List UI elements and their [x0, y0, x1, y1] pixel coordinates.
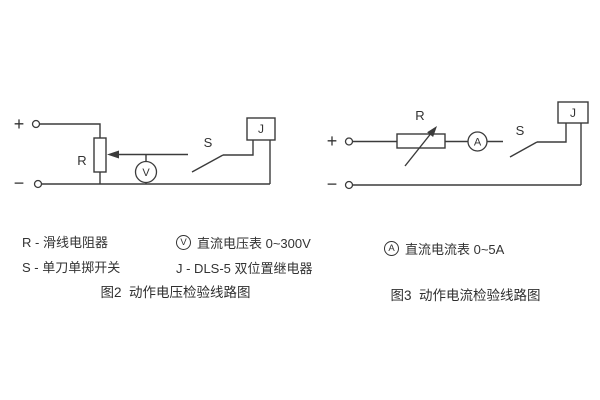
fig2-resistor-label: R — [77, 153, 86, 168]
fig3-minus-terminal-icon — [344, 180, 354, 190]
legend-ammeter-text: 直流电流表 0~5A — [405, 242, 505, 257]
legend-relay: J - DLS-5 双位置继电器 — [176, 258, 313, 277]
fig3-plus-terminal-icon — [344, 137, 354, 146]
legend-relay-text: J - DLS-5 双位置继电器 — [176, 261, 313, 276]
figure2-caption: 图2 动作电压检验线路图 — [100, 285, 251, 300]
fig2-resistor-icon — [93, 137, 107, 173]
legend-resistor: R - 滑线电阻器 — [22, 232, 108, 251]
fig3-switch-link — [537, 123, 567, 143]
fig3-plus-label: + — [327, 131, 338, 151]
fig2-relay-icon — [246, 117, 276, 141]
fig2-minus-label: − — [14, 173, 25, 193]
legend-voltmeter: V 直流电压表 0~300V — [176, 233, 311, 252]
ammeter-circle-icon: A — [384, 241, 399, 256]
fig2-top-wire — [39, 123, 101, 184]
fig3-relay-label: J — [570, 106, 576, 120]
legend-resistor-text: R - 滑线电阻器 — [22, 235, 108, 250]
legend-switch: S - 单刀单掷开关 — [22, 257, 120, 276]
fig3-resistor-label: R — [415, 108, 424, 123]
fig2-minus-terminal-icon — [33, 179, 43, 189]
figure2-circuit: + − R V S J — [14, 114, 276, 193]
fig3-switch-blade — [509, 141, 538, 158]
fig2-relay-label: J — [258, 122, 264, 136]
fig3-resistor-arrow-icon — [427, 126, 437, 137]
fig2-voltmeter-label: V — [142, 167, 150, 179]
fig2-plus-terminal-icon — [31, 119, 41, 129]
fig2-switch-link — [223, 140, 254, 156]
figure3-circuit: + − R A S J — [327, 101, 589, 194]
fig3-relay-icon — [557, 101, 589, 124]
fig3-minus-label: − — [327, 174, 338, 194]
fig2-switch-label: S — [204, 135, 213, 150]
legend-ammeter: A 直流电流表 0~5A — [384, 239, 504, 258]
fig2-switch-blade — [191, 154, 224, 173]
legend-voltmeter-text: 直流电压表 0~300V — [197, 236, 311, 251]
fig2-plus-label: + — [14, 114, 25, 134]
legend-switch-text: S - 单刀单掷开关 — [22, 260, 121, 275]
fig3-ammeter-label: A — [474, 137, 482, 149]
circuit-diagrams: + − R V S J + — [14, 101, 589, 194]
fig2-wiper-arrow-icon — [107, 150, 119, 159]
fig3-resistor-arrow-shaft — [404, 133, 432, 167]
figure3-caption: 图3 动作电流检验线路图 — [390, 288, 541, 303]
fig2-voltmeter-icon — [134, 160, 158, 184]
fig3-switch-label: S — [516, 123, 525, 138]
fig3-ammeter-icon — [467, 131, 488, 152]
voltmeter-circle-icon: V — [176, 235, 191, 250]
fig3-resistor-icon — [396, 133, 446, 149]
